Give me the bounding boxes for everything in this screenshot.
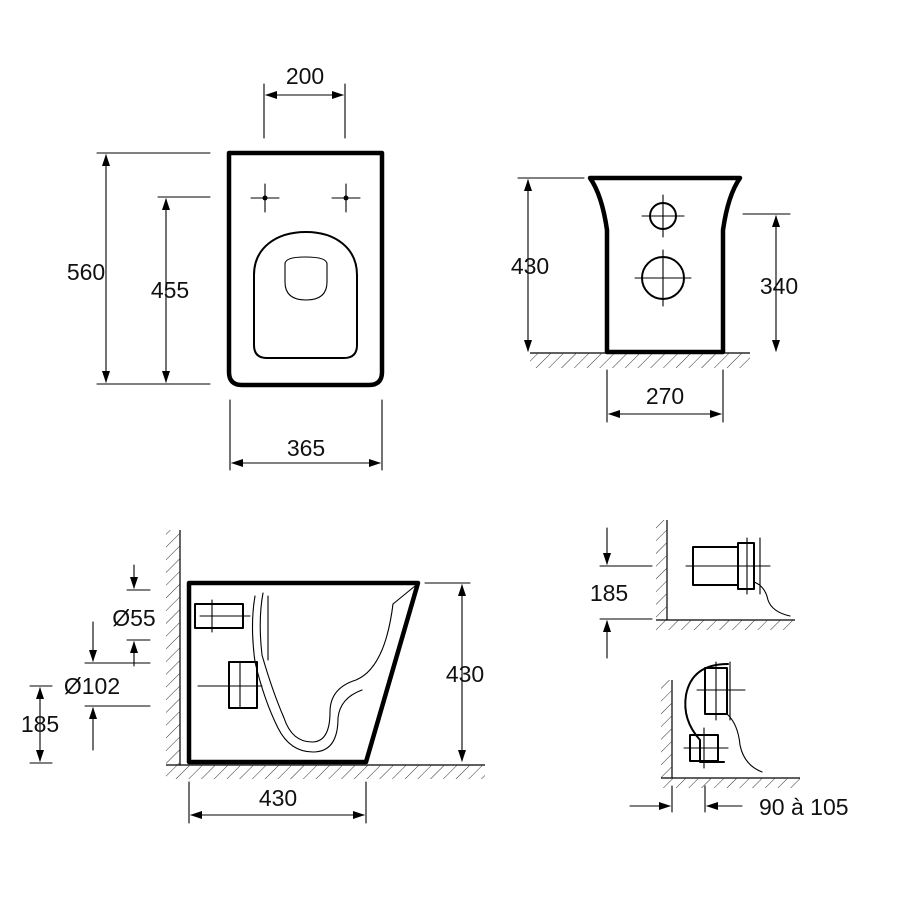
dimension-inlet-diameter: Ø55 <box>112 564 156 667</box>
dimension-label-270: 270 <box>646 383 684 409</box>
dimension-label-d102: Ø102 <box>64 673 120 699</box>
rear-view-outline <box>587 175 743 355</box>
fixing-hole-left <box>250 183 280 213</box>
fixing-hole-right <box>331 183 361 213</box>
dimension-fixing-depth: 455 <box>151 196 211 383</box>
top-view: 200 560 455 365 <box>67 63 385 471</box>
side-view: Ø55 Ø102 185 430 430 <box>21 530 485 824</box>
dimension-label-560: 560 <box>67 259 105 285</box>
dimension-label-430-side-length: 430 <box>259 785 297 811</box>
side-view-outline <box>186 580 421 765</box>
dimension-depth: 560 <box>67 152 211 385</box>
rear-view: 430 340 270 <box>511 175 798 423</box>
dimension-detail-185: 185 <box>590 527 653 659</box>
detail-horizontal-outlet: 185 <box>590 520 795 659</box>
dimension-label-d55: Ø55 <box>112 605 155 631</box>
dimension-base-width: 270 <box>606 369 724 423</box>
dimension-width: 365 <box>229 399 383 471</box>
dimension-rear-height: 430 <box>511 177 585 352</box>
dimension-outlet-diameter: Ø102 <box>64 621 151 751</box>
dimension-detail-offset: 90 à 105 <box>629 785 849 820</box>
dimension-fixing-spacing: 200 <box>263 63 346 139</box>
dimension-label-200: 200 <box>286 63 324 89</box>
water-area <box>284 256 328 301</box>
dimension-side-height: 430 <box>424 582 484 762</box>
dimension-label-185-side: 185 <box>21 711 59 737</box>
dimension-label-185-detail: 185 <box>590 580 628 606</box>
dimension-label-430-side-height: 430 <box>446 661 484 687</box>
dimension-outlet-height: 185 <box>21 685 59 764</box>
dimension-inlet-height: 340 <box>742 213 798 352</box>
top-view-outline <box>226 150 385 388</box>
seat-opening <box>253 231 358 359</box>
inlet-hole <box>641 194 685 238</box>
dimension-label-430-rear: 430 <box>511 253 549 279</box>
dimension-label-90-105: 90 à 105 <box>759 794 849 820</box>
outlet-hole <box>634 249 692 307</box>
dimension-side-length: 430 <box>188 781 367 824</box>
dimension-label-365: 365 <box>287 435 325 461</box>
detail-vertical-outlet: 90 à 105 <box>629 661 849 820</box>
dimension-label-455: 455 <box>151 277 189 303</box>
dimension-label-340: 340 <box>760 273 798 299</box>
